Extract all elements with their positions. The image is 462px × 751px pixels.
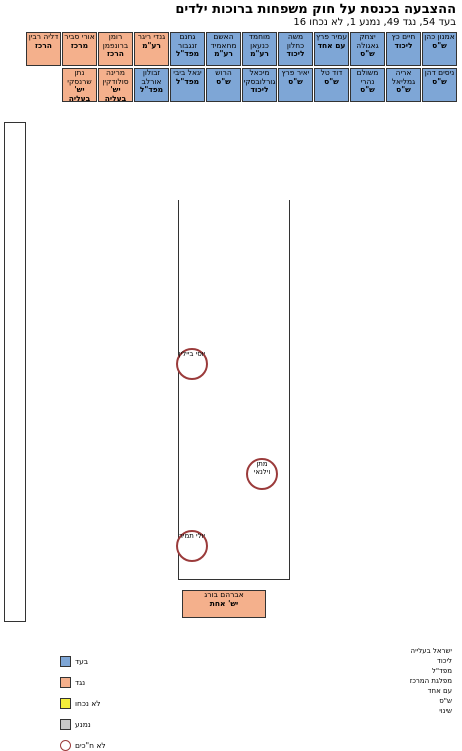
seat-circle: מתן וילנאי	[246, 458, 278, 490]
swatch-icon	[60, 698, 71, 709]
seat-circle: יוסי ביילין	[176, 348, 208, 380]
swatch-icon	[60, 656, 71, 667]
aisle-left	[4, 122, 26, 622]
legend-for: בעד	[60, 656, 88, 667]
legend-absent: לא נכחו	[60, 698, 101, 709]
vote-summary: בעד 54, נגד 49, נמנע 1, לא נכחו 16	[293, 17, 456, 28]
circle-icon	[60, 740, 71, 751]
seat-circle: יולי תמיר	[176, 530, 208, 562]
legend-abstain: נמנע	[60, 719, 91, 730]
swatch-icon	[60, 719, 71, 730]
legend-non-mk: לא ח"כים	[60, 740, 106, 751]
aisle-center	[178, 200, 290, 580]
page-title: ההצבעה בכנסת על חוק משפחות ברוכות ילדים	[175, 2, 456, 17]
swatch-icon	[60, 677, 71, 688]
legend-against: נגד	[60, 677, 85, 688]
party-legend: ישראל בעלייה ליכוד מפד"ל מפלגת המרכז עם …	[409, 647, 452, 715]
